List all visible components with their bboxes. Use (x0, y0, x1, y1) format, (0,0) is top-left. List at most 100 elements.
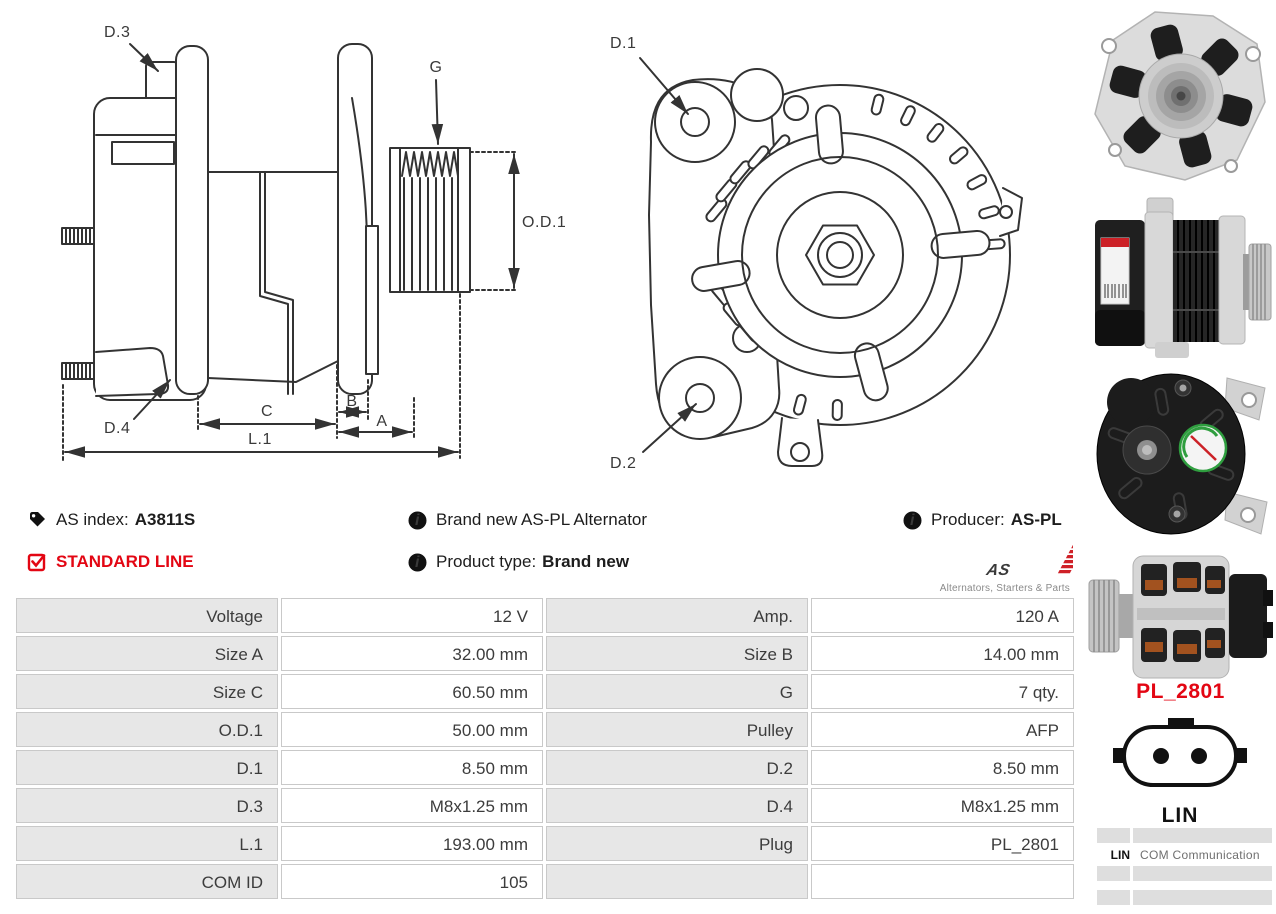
terminal-stud-top (62, 228, 95, 244)
dim-label-g: G (430, 59, 443, 76)
pin-name: LIN (1097, 847, 1132, 862)
producer-row: i Producer: AS-PL (903, 509, 1062, 531)
product-photo-front (1094, 11, 1266, 181)
spec-label: D.1 (16, 750, 278, 785)
spec-value: 7 qty. (811, 674, 1074, 709)
product-photo-side (1095, 197, 1272, 358)
spec-value: 12 V (281, 598, 543, 633)
right-tab (1000, 188, 1022, 236)
spec-label: O.D.1 (16, 712, 278, 747)
as-index-value: A3811S (134, 510, 196, 529)
shaft-center (827, 242, 853, 268)
info-icon: i (408, 553, 427, 572)
spec-value: 105 (281, 864, 543, 899)
spec-label: Amp. (546, 598, 808, 633)
pin-table-row (1097, 890, 1272, 905)
spec-label (546, 864, 808, 899)
spec-value: M8x1.25 mm (811, 788, 1074, 823)
dim-label-c: C (261, 403, 273, 420)
d4-arrow (134, 380, 170, 419)
spec-label: Size C (16, 674, 278, 709)
pin-table-row (1097, 828, 1272, 843)
d1-arrow (640, 58, 688, 114)
dim-label-od1: O.D.1 (522, 214, 566, 231)
stator-body (208, 172, 340, 394)
product-photo-pulley-side (1088, 555, 1273, 679)
checked-checkbox-icon (27, 552, 47, 572)
as-index-label: AS index: (56, 510, 129, 529)
spec-value: PL_2801 (811, 826, 1074, 861)
spec-value: 14.00 mm (811, 636, 1074, 671)
plug-connector-label: LIN (1161, 804, 1199, 827)
ear-bottom-left-hole (686, 384, 714, 412)
dim-label-d2: D.2 (610, 455, 636, 472)
spec-table: Voltage 12 V Amp. 120 A Size A 32.00 mm … (16, 598, 1074, 899)
svg-text:i: i (910, 512, 915, 529)
spec-value: 60.50 mm (281, 674, 543, 709)
pulley (390, 148, 470, 292)
product-type-label: Product type: (436, 552, 537, 571)
spec-label: G (546, 674, 808, 709)
spec-value: M8x1.25 mm (281, 788, 543, 823)
spec-label: Size A (16, 636, 278, 671)
plug-code: PL_2801 (1136, 680, 1225, 703)
spec-value: 8.50 mm (811, 750, 1074, 785)
product-photo-rear (1096, 373, 1268, 535)
standard-line-row: STANDARD LINE (27, 551, 194, 573)
spec-label: D.2 (546, 750, 808, 785)
spec-value: 8.50 mm (281, 750, 543, 785)
bracket-arm-front (338, 44, 372, 394)
svg-text:i: i (415, 554, 420, 571)
dim-label-d1: D.1 (610, 35, 636, 52)
pin-description: COM Communication (1135, 847, 1272, 862)
as-index-row: AS index: A3811S (27, 509, 195, 531)
extension-lines (63, 294, 460, 462)
pin-table-row (1097, 866, 1272, 881)
dim-label-d4: D.4 (104, 420, 130, 437)
spec-value: AFP (811, 712, 1074, 747)
top-lug-hole (731, 69, 783, 121)
ear-top-left-hole (681, 108, 709, 136)
product-type-value: Brand new (542, 552, 630, 571)
spec-label: Size B (546, 636, 808, 671)
od1-dimension (470, 152, 518, 290)
d2-arrow (643, 404, 696, 452)
fan-spokes (690, 105, 990, 403)
spec-label: L.1 (16, 826, 278, 861)
product-type-row: i Product type: Brand new (408, 551, 629, 573)
plug-pin-table: LIN COM Communication (1097, 828, 1272, 908)
pin-table-row: LIN COM Communication (1097, 846, 1272, 863)
standard-line-badge: STANDARD LINE (56, 552, 194, 571)
as-pl-logo: AS (985, 545, 1073, 579)
top-small-hole (784, 96, 808, 120)
spec-value: 120 A (811, 598, 1074, 633)
info-icon: i (903, 511, 922, 530)
g-arrow (431, 80, 444, 144)
spec-label: D.4 (546, 788, 808, 823)
spec-label: Pulley (546, 712, 808, 747)
spec-value: 50.00 mm (281, 712, 543, 747)
svg-text:i: i (415, 512, 420, 529)
terminal-stud-bottom (62, 363, 95, 379)
description-row: i Brand new AS-PL Alternator (408, 509, 647, 531)
bottom-tab (778, 418, 822, 466)
dim-label-l1: L.1 (248, 431, 272, 448)
spec-label: COM ID (16, 864, 278, 899)
spec-value (811, 864, 1074, 899)
svg-text:AS: AS (985, 561, 1012, 579)
spec-label: Plug (546, 826, 808, 861)
spec-value: 32.00 mm (281, 636, 543, 671)
spec-label: D.3 (16, 788, 278, 823)
dim-label-a: A (376, 413, 387, 430)
bracket-arm-rear (176, 46, 208, 394)
producer-label: Producer: (931, 510, 1005, 529)
plug-connector-drawing (1113, 718, 1247, 787)
front-view-drawing: D.1 D.2 (610, 35, 1080, 472)
info-icon: i (408, 511, 427, 530)
brand-tagline: Alternators, Starters & Parts (939, 583, 1070, 594)
hub-ring (742, 157, 938, 353)
spec-value: 193.00 mm (281, 826, 543, 861)
d3-arrow (130, 44, 158, 71)
dim-label-d3: D.3 (104, 24, 130, 41)
